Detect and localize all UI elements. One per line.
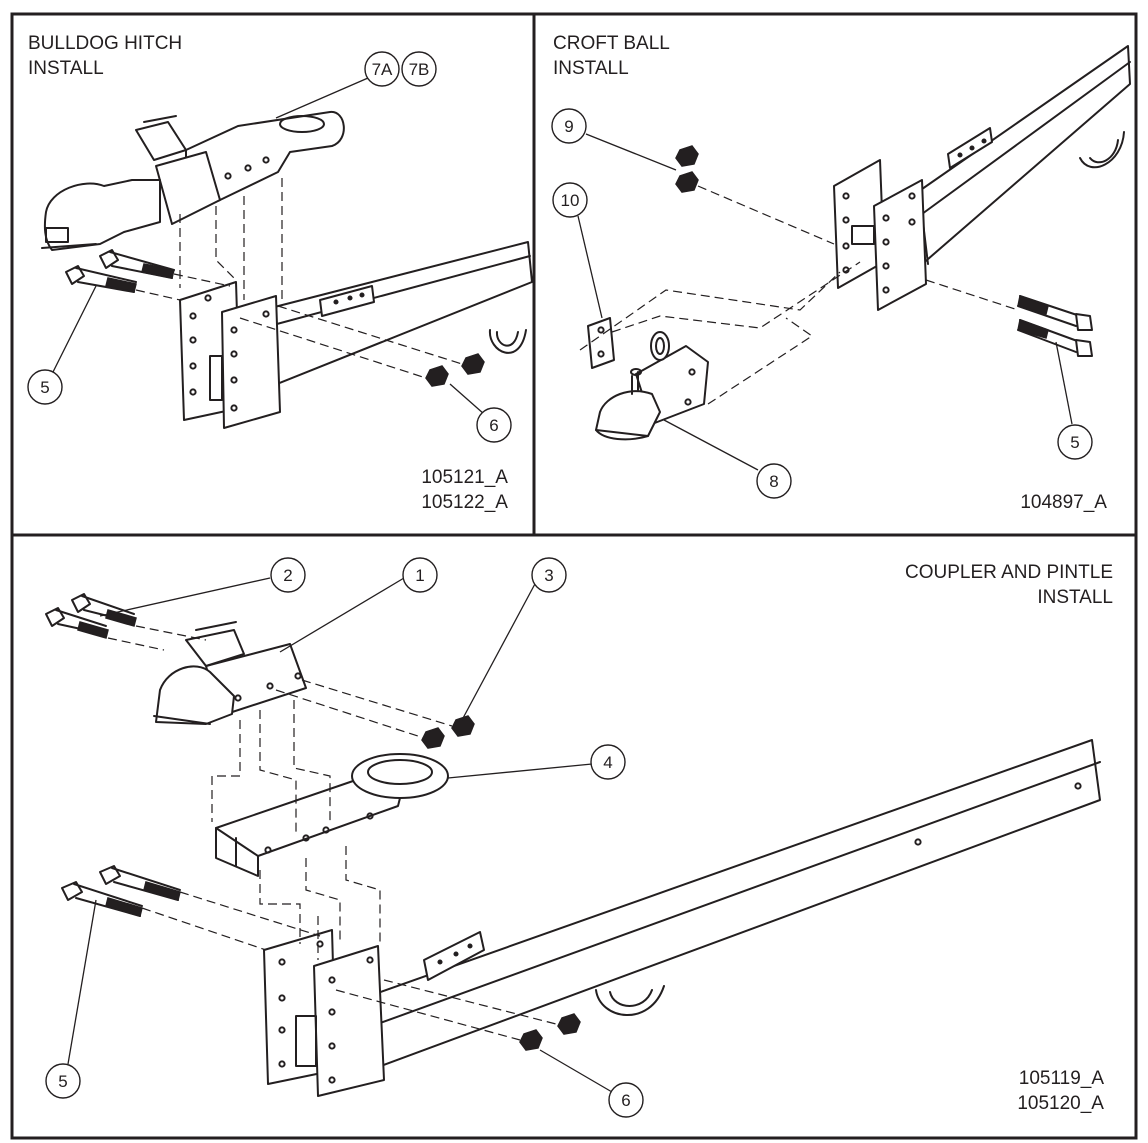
coupler-title: COUPLER AND PINTLE INSTALL <box>905 560 1113 610</box>
coupler-leaders <box>67 577 613 1093</box>
bulldog-code-1: 105121_A <box>421 467 508 488</box>
svg-text:8: 8 <box>769 472 778 491</box>
croft-drawing <box>579 45 1131 441</box>
croft-ball-hitch <box>595 331 709 441</box>
svg-text:4: 4 <box>603 753 612 772</box>
coupler-code-1: 105119_A <box>1018 1068 1104 1089</box>
coupler-part-codes: 105119_A 105120_A <box>1017 1066 1104 1116</box>
bulldog-title-line2: INSTALL <box>28 58 104 79</box>
svg-text:10: 10 <box>561 191 580 210</box>
bulldog-code-2: 105122_A <box>421 492 508 513</box>
bulldog-title: BULLDOG HITCH INSTALL <box>28 31 182 81</box>
callout-croft-10: 10 <box>552 182 588 218</box>
croft-title: CROFT BALL INSTALL <box>553 31 670 81</box>
croft-title-line1: CROFT BALL <box>553 33 670 54</box>
svg-text:7B: 7B <box>409 60 430 79</box>
bulldog-drawbar <box>254 241 533 393</box>
callout-croft-9: 9 <box>551 108 587 144</box>
coupler-drawing <box>45 593 1101 1097</box>
croft-nuts <box>675 145 699 193</box>
bulldog-leaders <box>51 77 485 415</box>
callout-coupler-4: 4 <box>590 744 626 780</box>
svg-text:5: 5 <box>1070 433 1079 452</box>
svg-text:2: 2 <box>283 566 292 585</box>
coupler-bolts <box>45 593 181 917</box>
coupler-nuts <box>421 715 581 1051</box>
bulldog-drawing <box>41 110 533 429</box>
svg-text:7A: 7A <box>372 60 393 79</box>
callout-coupler-6: 6 <box>608 1082 644 1118</box>
callout-coupler-1: 1 <box>402 557 438 593</box>
callout-bulldog-6: 6 <box>476 407 512 443</box>
croft-part-codes: 104897_A <box>1020 490 1107 515</box>
svg-text:1: 1 <box>415 566 424 585</box>
coupler-code-2: 105120_A <box>1017 1093 1104 1114</box>
bulldog-bolts <box>65 249 175 293</box>
croft-leaders <box>577 133 1073 471</box>
coupler-mount-plates <box>263 929 385 1097</box>
panel-frames <box>10 12 1138 1140</box>
croft-spacer <box>587 317 615 369</box>
svg-text:6: 6 <box>489 416 498 435</box>
croft-mount-plates <box>833 159 927 311</box>
callout-coupler-2: 2 <box>270 557 306 593</box>
callout-croft-5: 5 <box>1057 424 1093 460</box>
svg-text:5: 5 <box>58 1072 67 1091</box>
callout-coupler-5: 5 <box>45 1063 81 1099</box>
coupler-alignment-lines <box>107 625 557 1041</box>
croft-code-1: 104897_A <box>1020 492 1107 513</box>
svg-text:9: 9 <box>564 117 573 136</box>
coupler-title-line2: INSTALL <box>1037 587 1113 608</box>
coupler-pintle <box>215 753 449 877</box>
coupler-drawbar <box>357 739 1101 1071</box>
svg-text:3: 3 <box>544 566 553 585</box>
croft-alignment-lines <box>579 185 1019 405</box>
croft-title-line2: INSTALL <box>553 58 629 79</box>
bulldog-mount-plates <box>179 281 281 429</box>
bulldog-nuts <box>425 353 485 387</box>
callout-croft-8: 8 <box>756 463 792 499</box>
croft-bolts <box>1017 295 1093 357</box>
bulldog-title-line1: BULLDOG HITCH <box>28 33 183 54</box>
bulldog-alignment-lines <box>135 178 463 379</box>
coupler-coupler <box>153 621 307 725</box>
bulldog-hitch <box>41 110 345 251</box>
svg-text:6: 6 <box>621 1091 630 1110</box>
svg-text:5: 5 <box>40 378 49 397</box>
callout-coupler-3: 3 <box>531 557 567 593</box>
bulldog-part-codes: 105121_A 105122_A <box>421 465 508 515</box>
callout-bulldog-7a: 7A <box>364 51 400 87</box>
croft-drawbar <box>911 45 1131 267</box>
callout-bulldog-7b: 7B <box>401 51 437 87</box>
coupler-title-line1: COUPLER AND PINTLE <box>905 562 1113 583</box>
callout-bulldog-5: 5 <box>27 369 63 405</box>
